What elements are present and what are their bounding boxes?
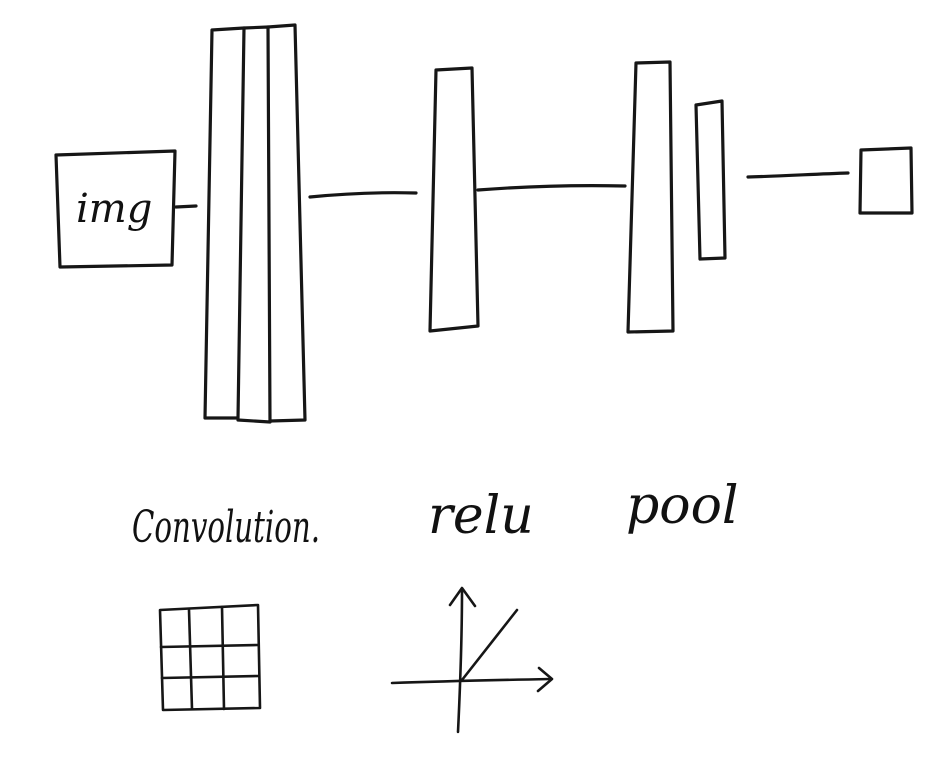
convolution-strip-1	[203, 26, 246, 420]
pool-block-small	[694, 99, 727, 261]
convolution-strip-3	[266, 23, 307, 423]
pool-block-large	[626, 60, 675, 334]
input-box: img	[54, 149, 177, 269]
relu-label: relu	[428, 486, 534, 546]
kernel-grid-icon	[158, 603, 262, 712]
connector-input-to-convolution	[174, 204, 198, 209]
convolution-label: Convolution.	[132, 502, 320, 553]
connector-relu-to-pool	[476, 184, 627, 192]
connector-convolution-to-relu	[308, 191, 418, 199]
convolution-strip-2	[236, 25, 272, 424]
relu-block	[428, 66, 480, 333]
relu-graph-icon	[390, 586, 554, 734]
connector-pool-to-output	[746, 171, 850, 179]
input-label: img	[76, 186, 152, 232]
output-box	[858, 146, 914, 215]
convolution-block	[203, 23, 307, 424]
pool-label: pool	[626, 476, 739, 536]
